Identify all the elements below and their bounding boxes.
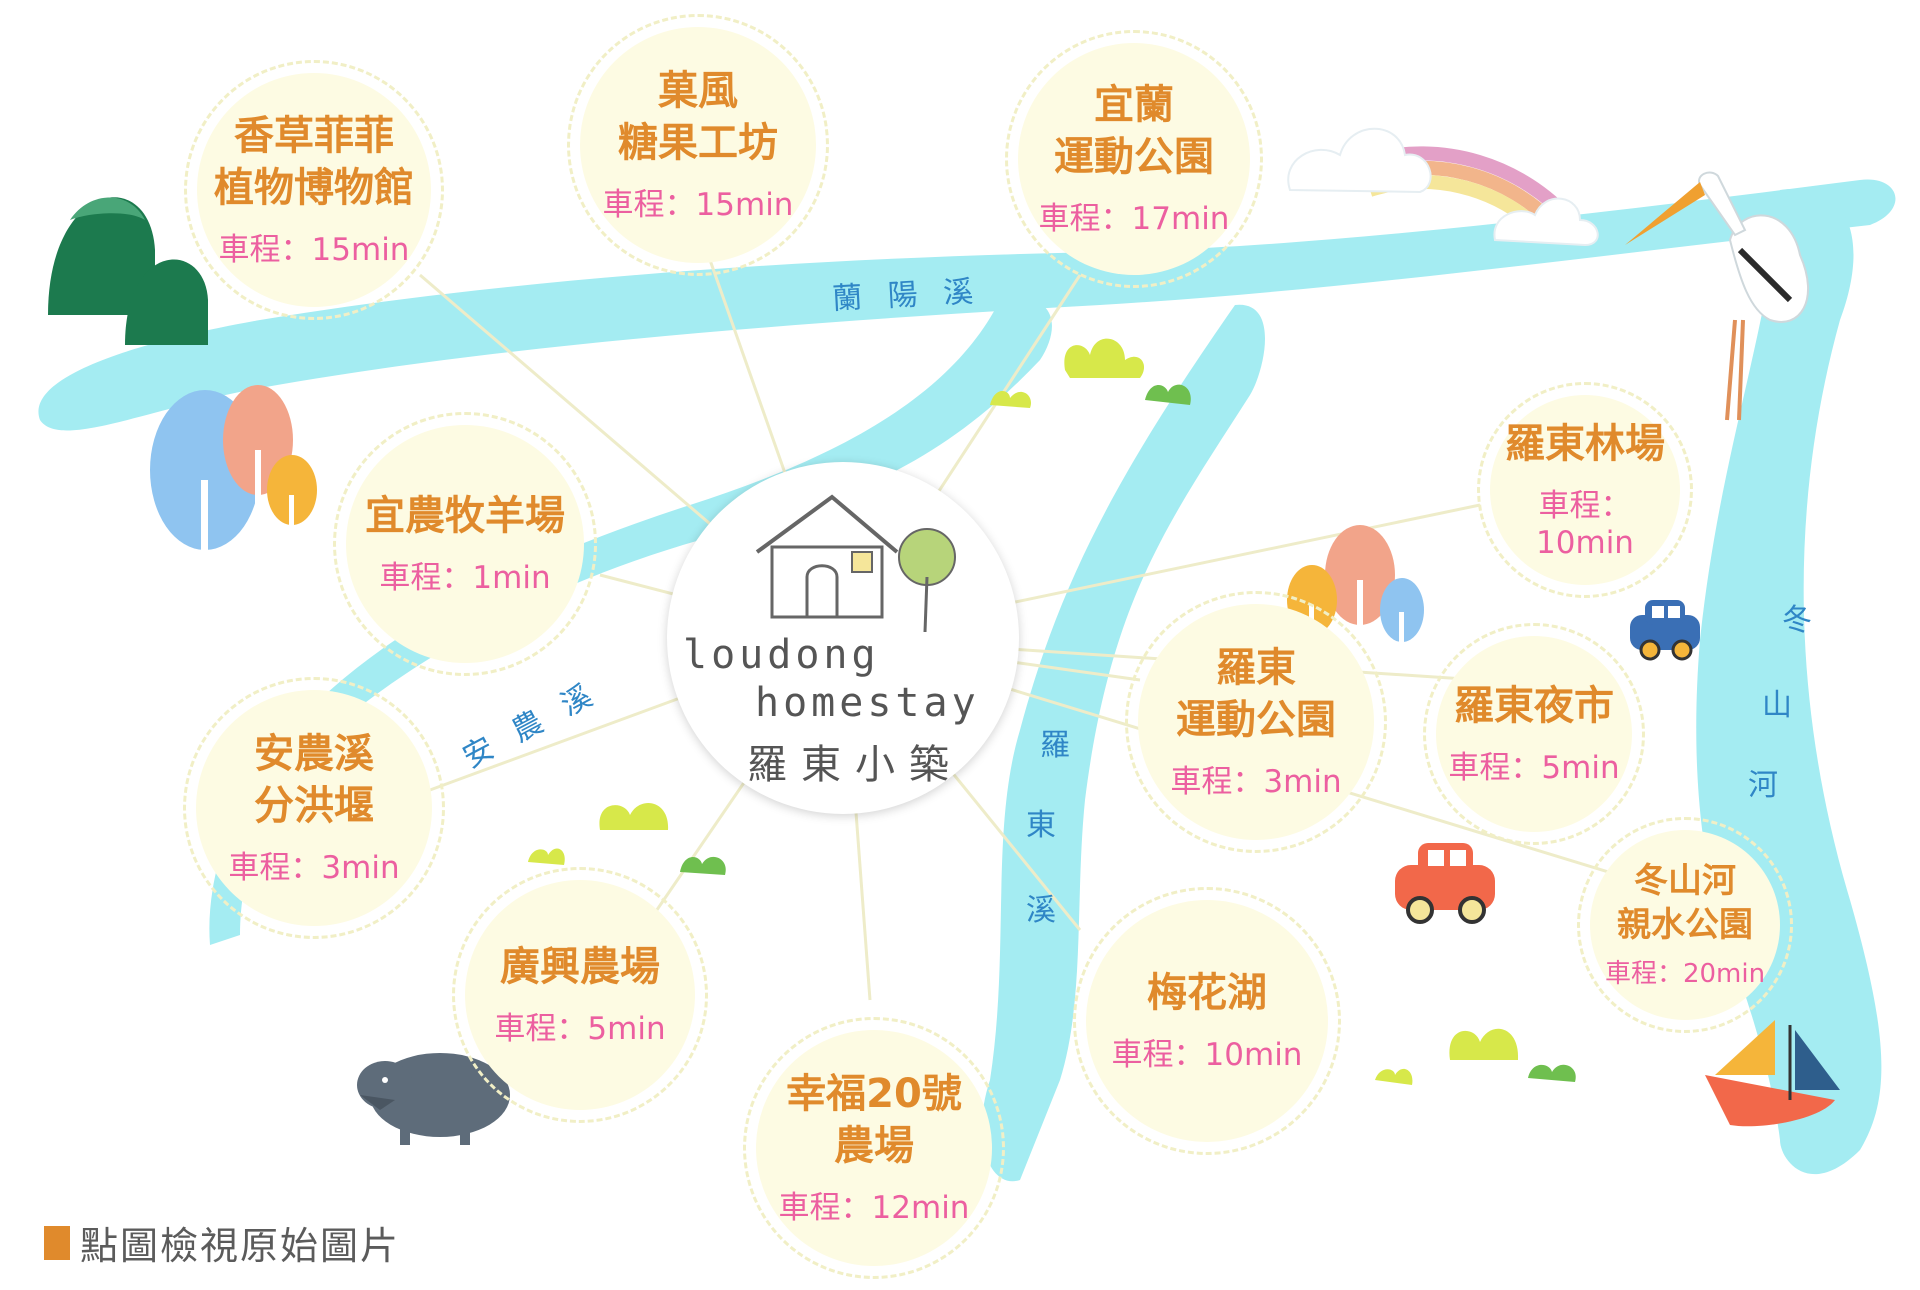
river-label-luodong-3: 溪 xyxy=(1026,893,1056,928)
spot-name: 運動公園 xyxy=(1054,133,1214,180)
spot-time: 車程：1min xyxy=(379,560,551,597)
spot-name: 幸福20號 xyxy=(786,1071,962,1118)
tree-icon xyxy=(150,385,317,550)
spot-name: 分洪堰 xyxy=(254,782,374,829)
spot-time: 車程：15min xyxy=(602,186,794,223)
spot-dongshan-park[interactable]: 冬山河 親水公園 車程：20min xyxy=(1577,817,1793,1033)
spot-happiness-farm[interactable]: 幸福20號 農場 車程：12min xyxy=(743,1017,1005,1279)
car-icon xyxy=(1395,843,1495,924)
spot-time: 車程：3min xyxy=(1170,763,1342,800)
car-icon xyxy=(1630,600,1700,661)
house-icon xyxy=(755,494,956,632)
spot-name: 冬山河 xyxy=(1634,860,1736,901)
spot-time: 車程：20min xyxy=(1604,959,1766,990)
river-branch xyxy=(209,298,1052,945)
spot-time: 車程：5min xyxy=(494,1011,666,1048)
river-label-luodong-2: 東 xyxy=(1026,808,1056,843)
cloud-icon xyxy=(1287,127,1599,247)
spot-name: 梅花湖 xyxy=(1147,969,1267,1016)
spot-time: 車程：3min xyxy=(228,849,400,886)
river-label-luodong-1: 羅 xyxy=(1040,728,1070,763)
spot-name: 安農溪 xyxy=(254,731,374,778)
spot-sheep-farm[interactable]: 宜農牧羊場 車程：1min xyxy=(333,412,597,676)
spot-name: 羅東林場 xyxy=(1505,420,1665,467)
spot-name: 親水公園 xyxy=(1617,904,1753,945)
spot-annong-weir[interactable]: 安農溪 分洪堰 車程：3min xyxy=(183,677,445,939)
spot-name: 糖果工坊 xyxy=(618,119,778,166)
spot-name: 農場 xyxy=(834,1122,914,1169)
spot-time: 車程：12min xyxy=(778,1189,970,1226)
spot-name: 植物博物館 xyxy=(214,164,414,211)
mountain-icon xyxy=(48,197,208,345)
spot-time: 車程：10min xyxy=(1536,488,1634,562)
river-label-dongshan-2: 山 xyxy=(1762,688,1792,723)
spot-time: 車程：5min xyxy=(1448,750,1620,787)
heron-icon xyxy=(1625,171,1810,421)
river-label-dongshan-1: 冬 xyxy=(1782,603,1812,638)
spot-name: 羅東 xyxy=(1216,645,1296,692)
spot-yilan-sports-park[interactable]: 宜蘭 運動公園 車程：17min xyxy=(1005,30,1263,288)
spot-herb-museum[interactable]: 香草菲菲 植物博物館 車程：15min xyxy=(184,60,444,320)
river-label-dongshan-3: 河 xyxy=(1748,768,1778,803)
spot-luodong-sports-park[interactable]: 羅東 運動公園 車程：3min xyxy=(1125,591,1387,853)
sailboat-icon xyxy=(1705,1020,1840,1127)
view-original-label: 點圖檢視原始圖片 xyxy=(80,1224,401,1268)
spot-name: 羅東夜市 xyxy=(1454,682,1614,729)
river-label-lanyang: 蘭 陽 溪 xyxy=(831,274,983,317)
river-luodong xyxy=(981,304,1265,1182)
grass-icon xyxy=(528,338,1576,1085)
square-bullet-icon xyxy=(44,1225,70,1260)
spot-name: 菓風 xyxy=(658,68,738,115)
spot-time: 車程：10min xyxy=(1111,1037,1303,1074)
spot-guangxing-farm[interactable]: 廣興農場 車程：5min xyxy=(452,867,708,1123)
spot-name: 運動公園 xyxy=(1176,696,1336,743)
hub-name-en-2: homestay xyxy=(755,680,980,726)
boar-icon xyxy=(357,1053,510,1145)
spot-luodong-forest[interactable]: 羅東林場 車程：10min xyxy=(1477,382,1693,598)
spot-time: 車程：17min xyxy=(1038,200,1230,237)
spot-name: 香草菲菲 xyxy=(234,113,394,160)
spot-candy-factory[interactable]: 菓風 糖果工坊 車程：15min xyxy=(567,14,829,276)
view-original-link[interactable]: 點圖檢視原始圖片 xyxy=(44,1215,400,1270)
spot-night-market[interactable]: 羅東夜市 車程：5min xyxy=(1423,623,1645,845)
spot-name: 廣興農場 xyxy=(500,943,660,990)
hub-name-zh: 羅東小築 xyxy=(747,742,963,788)
spot-time: 車程：15min xyxy=(218,231,410,268)
river-lanyang xyxy=(38,179,1896,431)
spot-name: 宜蘭 xyxy=(1094,82,1174,129)
spot-name: 宜農牧羊場 xyxy=(365,492,565,539)
spot-meihua-lake[interactable]: 梅花湖 車程：10min xyxy=(1073,887,1341,1155)
homestay-hub[interactable]: loudong homestay 羅東小築 xyxy=(667,462,1019,814)
hub-name-en-1: loudong xyxy=(683,632,880,678)
